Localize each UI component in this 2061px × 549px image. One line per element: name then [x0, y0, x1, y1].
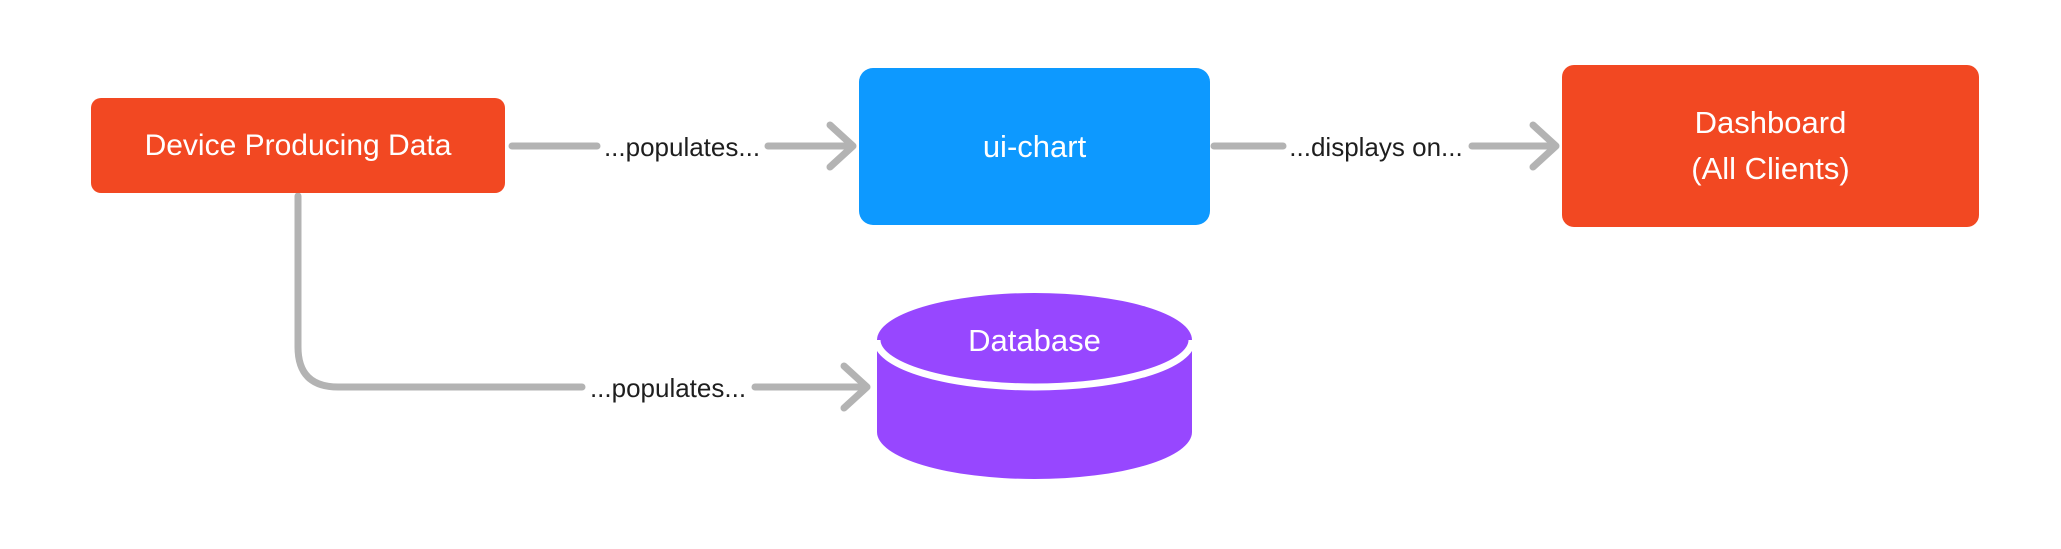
edge-device-to-database-elbow: [294, 192, 586, 391]
database-cylinder-seam: [873, 339, 1196, 391]
database-node: [873, 293, 1196, 479]
database-cylinder-body: [877, 340, 1192, 479]
edge-label-populates-bottom: ...populates...: [589, 373, 747, 403]
node-dashboard: Dashboard (All Clients): [1562, 65, 1979, 227]
database-cylinder-top: [877, 293, 1192, 387]
edge-device-to-database-arrowhead-icon: [840, 362, 871, 412]
edge-label-displays-on: ...displays on...: [1289, 132, 1463, 162]
node-dashboard-label-line2: (All Clients): [1691, 151, 1850, 186]
node-database-label: Database: [968, 323, 1101, 358]
edge-label-populates-top: ...populates...: [603, 132, 761, 162]
edge-uichart-to-dashboard-arrowhead-icon: [1529, 121, 1560, 171]
node-device-producing-data: Device Producing Data: [91, 98, 505, 193]
node-device-label: Device Producing Data: [144, 128, 452, 162]
edge-device-to-uichart-arrowhead-icon: [826, 121, 857, 171]
node-dashboard-label-line1: Dashboard: [1694, 105, 1847, 140]
node-ui-chart: ui-chart: [859, 68, 1210, 225]
node-ui-chart-label: ui-chart: [982, 128, 1087, 164]
